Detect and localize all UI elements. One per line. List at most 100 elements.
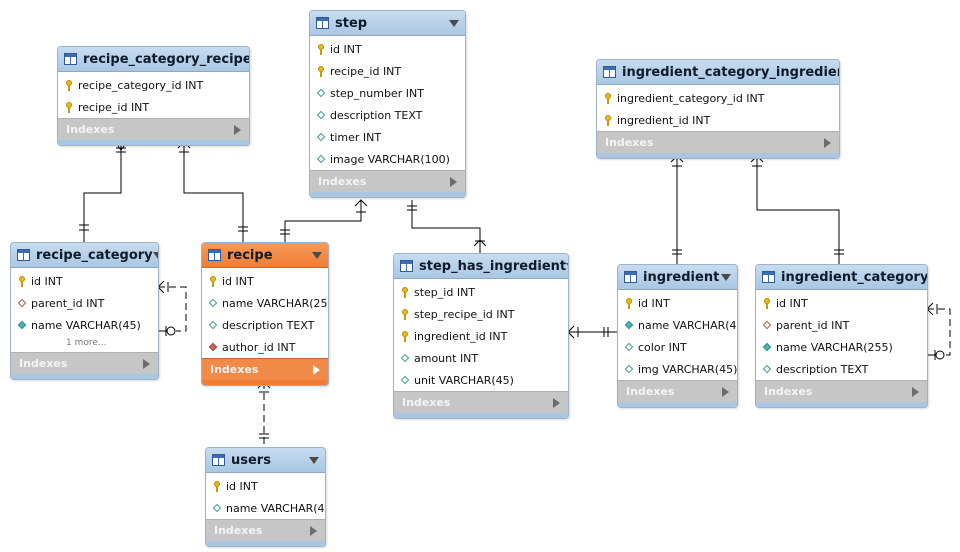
table-recipe-category[interactable]: recipe_category id INT parent_id INT nam…: [10, 242, 159, 380]
column-row[interactable]: ingredient_category_id INT: [597, 87, 839, 109]
column-row[interactable]: description TEXT: [756, 358, 927, 380]
rel-rcr-recipe: [183, 142, 244, 242]
expand-arrow-icon[interactable]: [234, 124, 241, 135]
table-ingredient-category[interactable]: ingredient_category id INT parent_id INT…: [755, 264, 928, 408]
chevron-down-icon[interactable]: [721, 273, 731, 281]
chevron-down-icon[interactable]: [152, 251, 158, 259]
table-users[interactable]: users id INT name VARCHAR(45) Indexes: [205, 447, 326, 547]
column-row[interactable]: name VARCHAR(45): [11, 314, 158, 336]
indexes-bar[interactable]: Indexes: [310, 170, 465, 192]
column-row[interactable]: parent_id INT: [11, 292, 158, 314]
column-icon: [400, 352, 409, 364]
table-ingredient[interactable]: ingredient id INT name VARCHAR(45) color…: [617, 264, 738, 408]
expand-arrow-icon[interactable]: [824, 137, 831, 148]
column-row[interactable]: name VARCHAR(45): [206, 497, 325, 519]
indexes-bar[interactable]: Indexes: [202, 358, 328, 380]
expand-arrow-icon[interactable]: [553, 397, 560, 408]
more-columns-link[interactable]: 1 more...: [66, 338, 107, 348]
column-row[interactable]: step_recipe_id INT: [394, 303, 568, 325]
table-header[interactable]: step_has_ingredient: [394, 254, 568, 279]
column-row[interactable]: name VARCHAR(255): [756, 336, 927, 358]
expand-arrow-icon[interactable]: [722, 386, 729, 397]
column-row[interactable]: id INT: [618, 292, 737, 314]
column-row[interactable]: image VARCHAR(100): [310, 148, 465, 170]
table-icon: [17, 249, 30, 261]
chevron-down-icon[interactable]: [449, 19, 459, 27]
table-name: recipe: [227, 247, 273, 263]
column-row[interactable]: id INT: [756, 292, 927, 314]
rel-self-ingredient-category: [927, 308, 951, 356]
table-header[interactable]: ingredient: [618, 265, 737, 290]
key-icon: [64, 101, 73, 113]
column-row[interactable]: name VARCHAR(255): [202, 292, 328, 314]
expand-arrow-icon[interactable]: [310, 525, 317, 536]
rel-step-shi: [411, 200, 481, 253]
expand-arrow-icon[interactable]: [450, 176, 457, 187]
table-footer: [394, 413, 568, 418]
column-row[interactable]: recipe_id INT: [310, 60, 465, 82]
table-header[interactable]: step: [310, 11, 465, 36]
table-header[interactable]: recipe: [202, 243, 328, 268]
table-ingredient-category-ingredient[interactable]: ingredient_category_ingredient ingredien…: [596, 59, 840, 159]
column-row[interactable]: color INT: [618, 336, 737, 358]
column-row[interactable]: description TEXT: [202, 314, 328, 336]
table-footer: [202, 380, 328, 385]
column-row[interactable]: amount INT: [394, 347, 568, 369]
indexes-bar[interactable]: Indexes: [618, 380, 737, 402]
key-icon: [212, 480, 221, 492]
chevron-down-icon[interactable]: [566, 262, 568, 270]
table-name: ingredient_category: [781, 269, 928, 285]
indexes-bar[interactable]: Indexes: [58, 118, 249, 140]
chevron-down-icon[interactable]: [309, 456, 319, 464]
indexes-bar[interactable]: Indexes: [597, 131, 839, 153]
table-icon: [64, 53, 77, 65]
expand-arrow-icon[interactable]: [912, 386, 919, 397]
column-row[interactable]: step_id INT: [394, 281, 568, 303]
indexes-bar[interactable]: Indexes: [394, 391, 568, 413]
column-row[interactable]: id INT: [310, 38, 465, 60]
key-icon: [762, 297, 771, 309]
filled-column-icon: [762, 341, 771, 353]
column-list: recipe_category_id INT recipe_id INT: [58, 72, 249, 118]
key-icon: [400, 330, 409, 342]
column-row[interactable]: ingredient_id INT: [394, 325, 568, 347]
column-row[interactable]: recipe_id INT: [58, 96, 249, 118]
table-step[interactable]: step id INT recipe_id INT step_number IN…: [309, 10, 466, 198]
column-row[interactable]: recipe_category_id INT: [58, 74, 249, 96]
column-row[interactable]: parent_id INT: [756, 314, 927, 336]
table-footer: [11, 374, 158, 379]
table-recipe-category-recipe[interactable]: recipe_category_recipe recipe_category_i…: [57, 46, 250, 146]
column-row[interactable]: ingredient_id INT: [597, 109, 839, 131]
column-row[interactable]: author_id INT: [202, 336, 328, 358]
column-row[interactable]: description TEXT: [310, 104, 465, 126]
expand-arrow-icon[interactable]: [143, 358, 150, 369]
column-row[interactable]: img VARCHAR(45): [618, 358, 737, 380]
filled-column-icon: [624, 319, 633, 331]
indexes-bar[interactable]: Indexes: [11, 352, 158, 374]
column-row[interactable]: name VARCHAR(45): [618, 314, 737, 336]
indexes-bar[interactable]: Indexes: [206, 519, 325, 541]
table-header[interactable]: recipe_category_recipe: [58, 47, 249, 72]
table-header[interactable]: ingredient_category_ingredient: [597, 60, 839, 85]
table-header[interactable]: users: [206, 448, 325, 473]
column-row[interactable]: id INT: [206, 475, 325, 497]
column-row[interactable]: id INT: [11, 270, 158, 292]
expand-arrow-icon[interactable]: [313, 364, 320, 375]
column-row[interactable]: timer INT: [310, 126, 465, 148]
table-recipe[interactable]: recipe id INT name VARCHAR(255) descript…: [201, 242, 329, 386]
table-step-has-ingredient[interactable]: step_has_ingredient step_id INT step_rec…: [393, 253, 569, 419]
column-icon: [762, 363, 771, 375]
table-header[interactable]: recipe_category: [11, 243, 158, 268]
column-icon: [624, 341, 633, 353]
column-row[interactable]: step_number INT: [310, 82, 465, 104]
key-icon: [624, 297, 633, 309]
table-footer: [206, 541, 325, 546]
key-icon: [316, 65, 325, 77]
key-icon: [400, 286, 409, 298]
column-row[interactable]: unit VARCHAR(45): [394, 369, 568, 391]
column-row[interactable]: id INT: [202, 270, 328, 292]
indexes-bar[interactable]: Indexes: [756, 380, 927, 402]
chevron-down-icon[interactable]: [312, 251, 322, 259]
table-header[interactable]: ingredient_category: [756, 265, 927, 290]
fk-filled-column-icon: [208, 341, 217, 353]
